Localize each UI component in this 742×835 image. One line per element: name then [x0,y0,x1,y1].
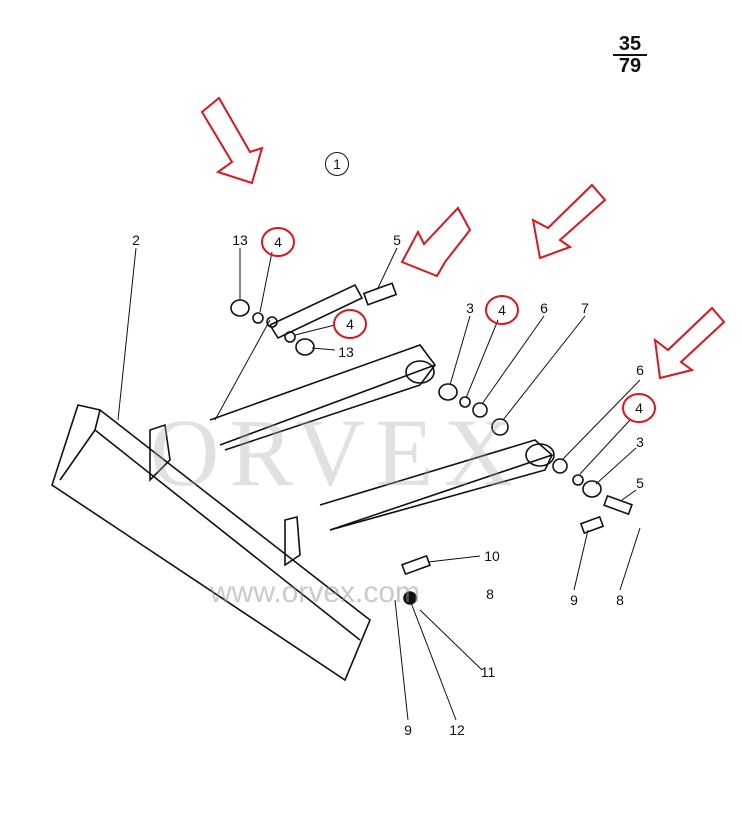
watermark-url: www.orvex.com [210,576,421,609]
highlight-arrows [200,96,726,380]
highlight-circles [261,227,656,423]
arrow-icon [653,306,726,380]
push-arm-upper [209,344,437,446]
part-label: 4 [498,302,506,318]
part-label: 11 [480,664,496,680]
part-label: 7 [581,300,589,316]
part-label: 9 [570,592,578,608]
part-label: 13 [338,344,354,360]
part-label: 4 [346,316,354,332]
part-label: 10 [484,548,500,564]
hydraulic-cylinder [269,283,364,340]
part-label: 8 [486,586,494,602]
washers [230,299,633,605]
part-label: 3 [466,300,474,316]
page-number: 35 79 [613,34,647,76]
part-label: 2 [132,232,140,248]
part-label: 6 [540,300,548,316]
part-label: 5 [393,232,401,248]
part-label: 4 [274,234,282,250]
watermark-logo: ORVEX [150,399,523,506]
part-label: 6 [636,362,644,378]
part-label: 8 [616,592,624,608]
part-label: 12 [449,722,465,738]
part-label: 4 [635,400,643,416]
part-label: 9 [404,722,412,738]
arrow-icon [531,183,607,260]
part-label: 13 [232,232,248,248]
page-numerator: 35 [618,33,642,55]
page-denominator: 79 [613,54,647,76]
part-label: 3 [636,434,644,450]
push-arm-lower [319,439,554,531]
arrow-icon [400,206,472,278]
figure-label: 1 [325,152,349,176]
part-label: 5 [636,475,644,491]
dozer-blade [51,404,371,682]
arrow-icon [200,96,264,185]
